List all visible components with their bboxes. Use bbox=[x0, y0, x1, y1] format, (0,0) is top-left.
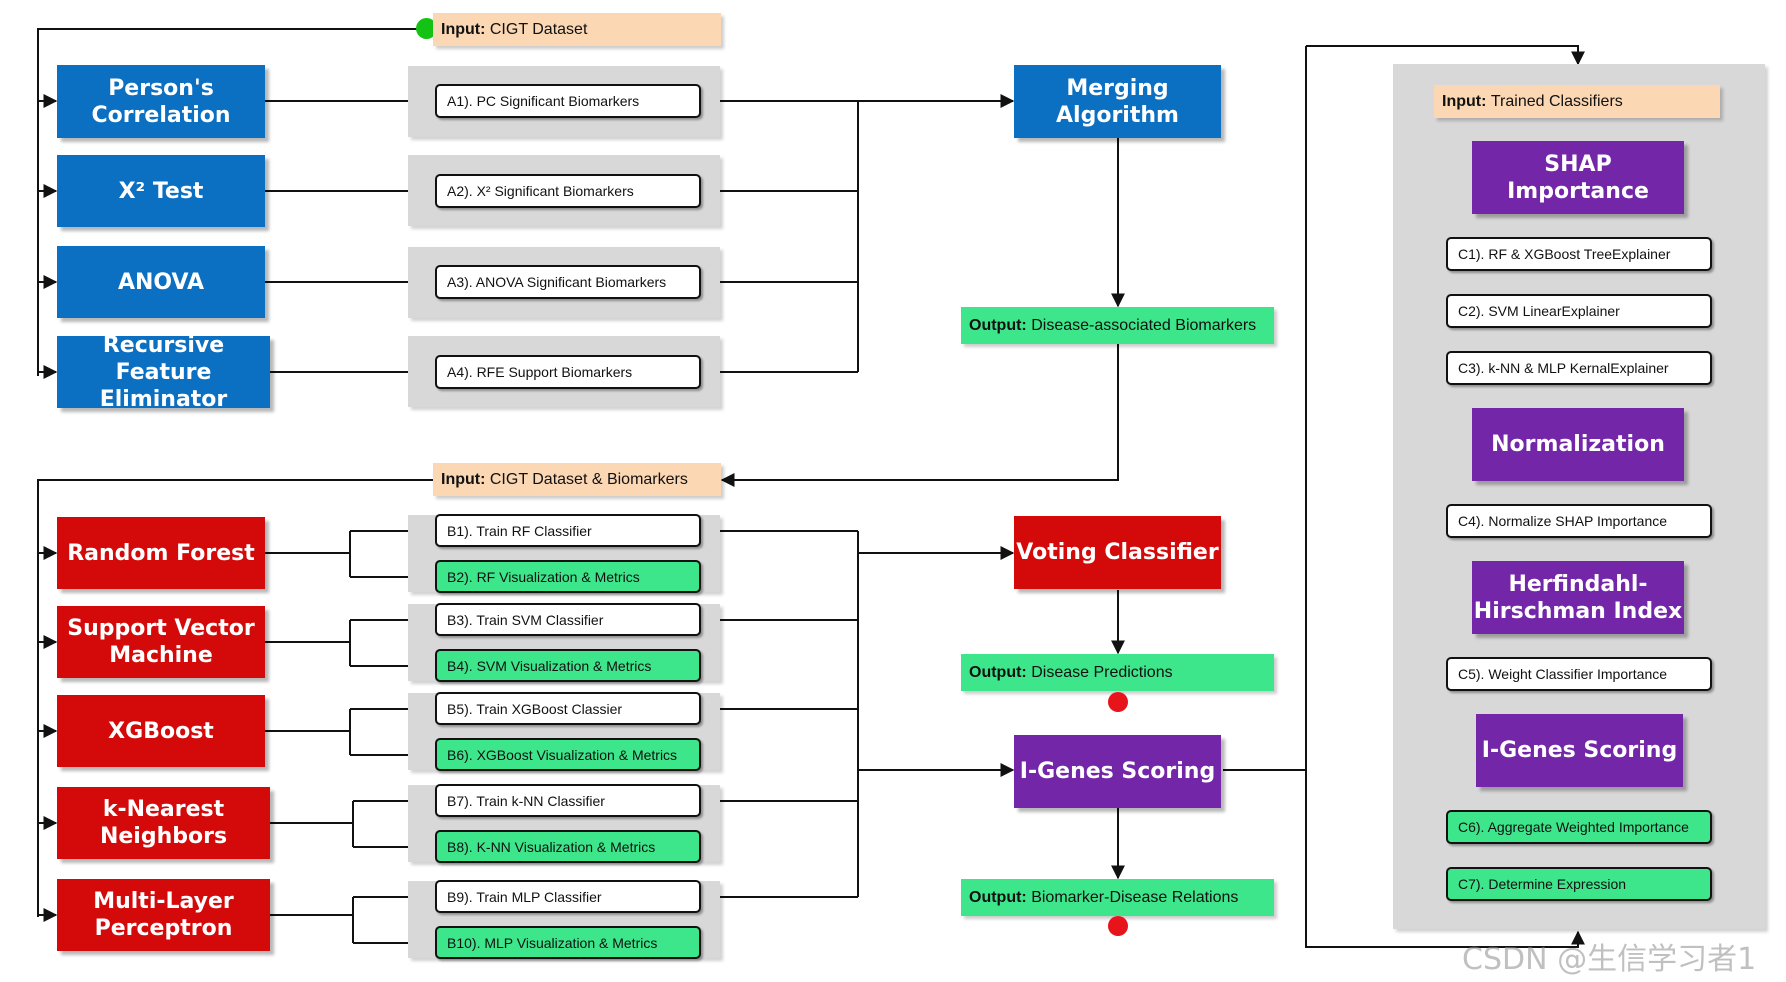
classifier-xgboost[interactable]: XGBoost bbox=[57, 695, 265, 767]
output-disease-associated-biomarkers: Output: Disease-associated Biomarkers bbox=[961, 307, 1274, 344]
input-cigt-dataset-biomarkers: Input: CIGT Dataset & Biomarkers bbox=[433, 463, 721, 496]
end-dot-relations bbox=[1108, 916, 1128, 936]
start-dot bbox=[416, 18, 437, 39]
classifier-random-forest[interactable]: Random Forest bbox=[57, 517, 265, 589]
step-b8: B8). K-NN Visualization & Metrics bbox=[435, 830, 701, 863]
step-a1: A1). PC Significant Biomarkers bbox=[435, 84, 701, 118]
normalization[interactable]: Normalization bbox=[1472, 408, 1684, 481]
step-b7: B7). Train k-NN Classifier bbox=[435, 784, 701, 817]
watermark: CSDN @生信学习者1 bbox=[1462, 942, 1757, 977]
step-a4: A4). RFE Support Biomarkers bbox=[435, 355, 701, 389]
step-b6: B6). XGBoost Visualization & Metrics bbox=[435, 738, 701, 771]
step-c2: C2). SVM LinearExplainer bbox=[1446, 294, 1712, 328]
input-label: Input: bbox=[441, 20, 486, 38]
method-pearson-correlation[interactable]: Person's Correlation bbox=[57, 65, 265, 138]
shap-importance[interactable]: SHAP Importance bbox=[1472, 141, 1684, 214]
end-dot-predictions bbox=[1108, 692, 1128, 712]
step-a2: A2). X² Significant Biomarkers bbox=[435, 174, 701, 208]
step-a3: A3). ANOVA Significant Biomarkers bbox=[435, 265, 701, 299]
step-b9: B9). Train MLP Classifier bbox=[435, 880, 701, 913]
classifier-multi-layer-perceptron[interactable]: Multi-Layer Perceptron bbox=[57, 879, 270, 951]
method-recursive-feature-eliminator[interactable]: Recursive Feature Eliminator bbox=[57, 333, 270, 412]
step-c5: C5). Weight Classifier Importance bbox=[1446, 657, 1712, 691]
classifier-support-vector-machine[interactable]: Support Vector Machine bbox=[57, 606, 265, 678]
i-genes-scoring-main[interactable]: I-Genes Scoring bbox=[1014, 735, 1221, 808]
step-b4: B4). SVM Visualization & Metrics bbox=[435, 649, 701, 682]
step-b10: B10). MLP Visualization & Metrics bbox=[435, 926, 701, 959]
step-c1: C1). RF & XGBoost TreeExplainer bbox=[1446, 237, 1712, 271]
step-b2: B2). RF Visualization & Metrics bbox=[435, 560, 701, 593]
step-b5: B5). Train XGBoost Classier bbox=[435, 692, 701, 725]
classifier-k-nearest-neighbors[interactable]: k-Nearest Neighbors bbox=[57, 787, 270, 859]
output-biomarker-disease-relations: Output: Biomarker-Disease Relations bbox=[961, 879, 1274, 916]
method-chi-square-test[interactable]: X² Test bbox=[57, 155, 265, 227]
step-c4: C4). Normalize SHAP Importance bbox=[1446, 504, 1712, 538]
step-c6: C6). Aggregate Weighted Importance bbox=[1446, 810, 1712, 844]
voting-classifier[interactable]: Voting Classifier bbox=[1014, 516, 1221, 589]
output-disease-predictions: Output: Disease Predictions bbox=[961, 654, 1274, 691]
step-c7: C7). Determine Expression bbox=[1446, 867, 1712, 901]
method-anova[interactable]: ANOVA bbox=[57, 246, 265, 318]
herfindahl-hirschman-index[interactable]: Herfindahl-Hirschman Index bbox=[1472, 561, 1684, 634]
step-b1: B1). Train RF Classifier bbox=[435, 514, 701, 547]
input-cigt-dataset: Input: CIGT Dataset bbox=[433, 13, 721, 46]
step-c3: C3). k-NN & MLP KernalExplainer bbox=[1446, 351, 1712, 385]
merging-algorithm[interactable]: Merging Algorithm bbox=[1014, 65, 1221, 138]
input-text: CIGT Dataset bbox=[489, 20, 588, 38]
input-trained-classifiers: Input: Trained Classifiers bbox=[1434, 85, 1720, 118]
i-genes-scoring-pipeline[interactable]: I-Genes Scoring bbox=[1476, 714, 1683, 787]
step-b3: B3). Train SVM Classifier bbox=[435, 603, 701, 636]
